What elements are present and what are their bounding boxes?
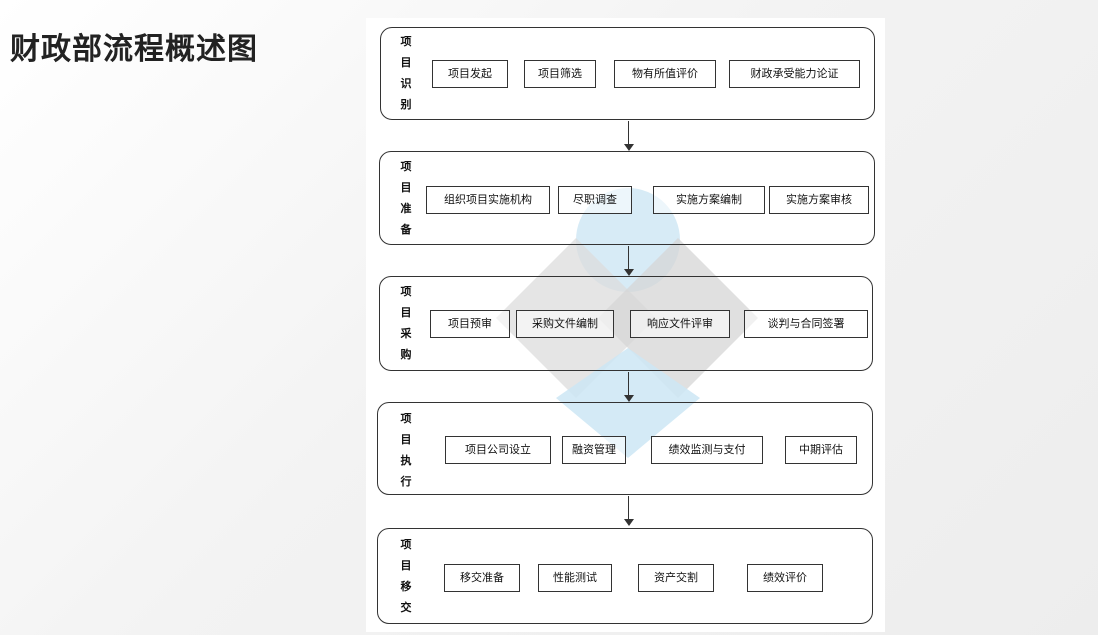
step-project-screening: 项目筛选 <box>524 60 596 88</box>
step-implementing-agency: 组织项目实施机构 <box>426 186 550 214</box>
phase-label-identification: 项目识别 <box>400 35 412 111</box>
step-negotiation-contract: 谈判与合同签署 <box>744 310 868 338</box>
phase-label-execution: 项目执行 <box>400 412 412 488</box>
step-fiscal-affordability: 财政承受能力论证 <box>729 60 860 88</box>
step-prequalification: 项目预审 <box>430 310 510 338</box>
phase-label-preparation: 项目准备 <box>400 160 412 236</box>
arrow-3 <box>624 372 634 402</box>
step-procurement-docs: 采购文件编制 <box>516 310 614 338</box>
arrow-4 <box>624 496 634 526</box>
phase-box-transfer <box>377 528 873 624</box>
step-spv-setup: 项目公司设立 <box>445 436 551 464</box>
phase-label-procurement: 项目采购 <box>400 285 412 361</box>
step-midterm-evaluation: 中期评估 <box>785 436 857 464</box>
step-asset-handover: 资产交割 <box>638 564 714 592</box>
step-performance-evaluation: 绩效评价 <box>747 564 823 592</box>
arrow-1 <box>624 121 634 151</box>
step-due-diligence: 尽职调查 <box>558 186 632 214</box>
step-response-evaluation: 响应文件评审 <box>630 310 730 338</box>
flowchart: 项目识别 项目发起 项目筛选 物有所值评价 财政承受能力论证 项目准备 组织项目… <box>366 18 885 632</box>
step-transfer-preparation: 移交准备 <box>444 564 520 592</box>
phase-box-identification <box>380 27 875 120</box>
step-value-for-money: 物有所值评价 <box>614 60 716 88</box>
step-financing-management: 融资管理 <box>562 436 626 464</box>
arrow-2 <box>624 246 634 276</box>
step-performance-monitoring: 绩效监测与支付 <box>651 436 763 464</box>
page-title: 财政部流程概述图 <box>10 32 258 67</box>
phase-box-execution <box>377 402 873 495</box>
phase-box-procurement <box>379 276 873 371</box>
step-plan-drafting: 实施方案编制 <box>653 186 765 214</box>
step-project-initiation: 项目发起 <box>432 60 508 88</box>
step-plan-review: 实施方案审核 <box>769 186 869 214</box>
phase-box-preparation <box>379 151 875 245</box>
phase-label-transfer: 项目移交 <box>400 538 412 614</box>
step-performance-testing: 性能测试 <box>538 564 612 592</box>
